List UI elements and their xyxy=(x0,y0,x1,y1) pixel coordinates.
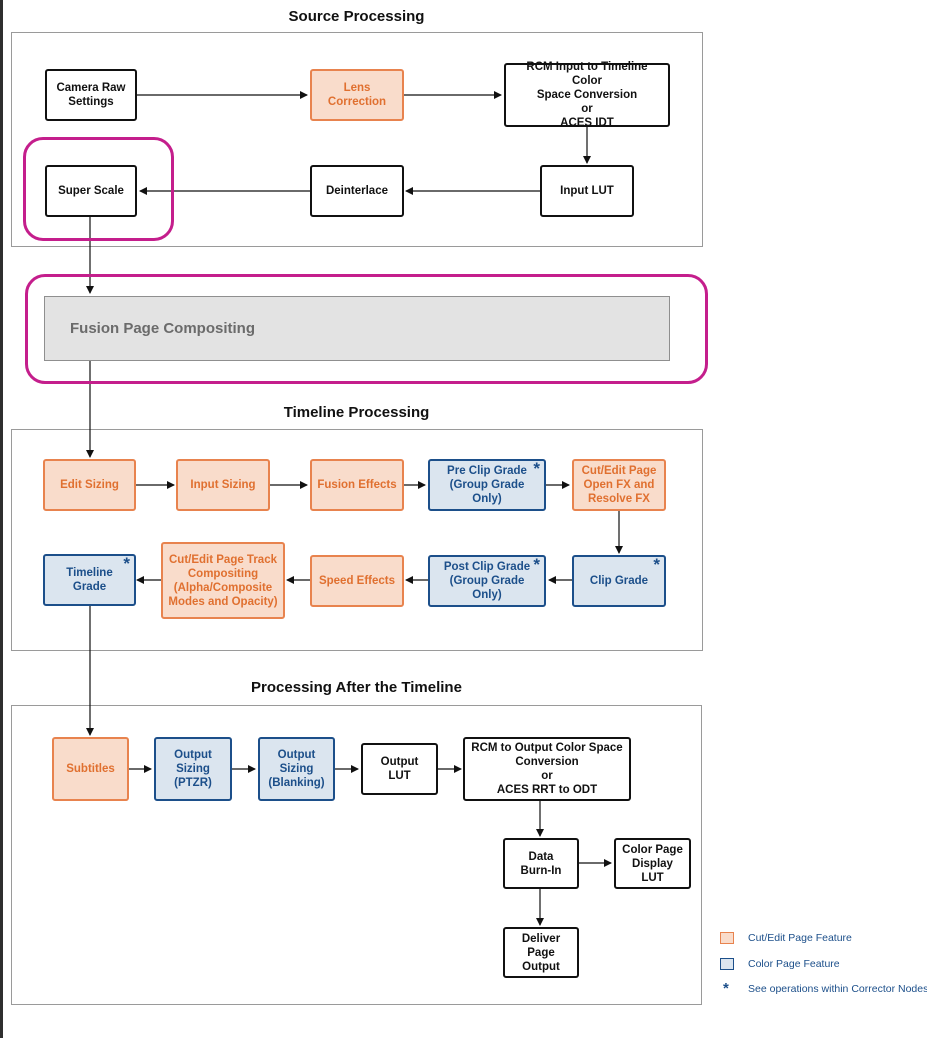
deinterlace-node: Deinterlace xyxy=(310,165,404,217)
data-burn-in-node: Data Burn-In xyxy=(503,838,579,889)
output-sizing-ptzr-node: Output Sizing (PTZR) xyxy=(154,737,232,801)
legend-color-page-label: Color Page Feature xyxy=(748,958,840,970)
timeline-grade-node: Timeline Grade* xyxy=(43,554,136,606)
lens-correction-node: Lens Correction xyxy=(310,69,404,121)
corrector-node-marker: * xyxy=(123,554,130,573)
rcm-input-conversion-node: RCM Input to Timeline Color Space Conver… xyxy=(504,61,670,129)
fusion-highlight xyxy=(25,274,708,384)
legend-star-label: See operations within Corrector Nodes xyxy=(748,983,927,995)
legend-cut-edit-swatch xyxy=(720,932,734,944)
section-title-source: Source Processing xyxy=(288,8,425,25)
cut-edit-open-fx-node: Cut/Edit Page Open FX and Resolve FX xyxy=(572,459,666,511)
rcm-output-conversion-node: RCM to Output Color Space Conversion or … xyxy=(463,737,631,801)
corrector-node-marker: * xyxy=(653,555,660,574)
window-edge xyxy=(0,0,3,1038)
speed-effects-node: Speed Effects xyxy=(310,555,404,607)
track-compositing-node: Cut/Edit Page Track Compositing (Alpha/C… xyxy=(161,542,285,619)
corrector-node-marker: * xyxy=(533,459,540,478)
pre-clip-grade-node: Pre Clip Grade (Group Grade Only)* xyxy=(428,459,546,511)
deliver-page-output-node: Deliver Page Output xyxy=(503,927,579,978)
legend-color-page-swatch xyxy=(720,958,734,970)
legend-star-marker: * xyxy=(723,980,729,997)
section-title-timeline: Timeline Processing xyxy=(283,404,430,421)
section-title-after: Processing After the Timeline xyxy=(251,679,462,696)
color-page-display-lut-node: Color Page Display LUT xyxy=(614,838,691,889)
input-sizing-node: Input Sizing xyxy=(176,459,270,511)
input-lut-node: Input LUT xyxy=(540,165,634,217)
output-sizing-blanking-node: Output Sizing (Blanking) xyxy=(258,737,335,801)
output-lut-node: Output LUT xyxy=(361,743,438,795)
corrector-node-marker: * xyxy=(533,555,540,574)
post-clip-grade-node: Post Clip Grade (Group Grade Only)* xyxy=(428,555,546,607)
clip-grade-node: Clip Grade* xyxy=(572,555,666,607)
super-scale-node: Super Scale xyxy=(45,165,137,217)
camera-raw-settings-node: Camera Raw Settings xyxy=(45,69,137,121)
super-scale-highlight xyxy=(23,137,174,241)
subtitles-node: Subtitles xyxy=(52,737,129,801)
edit-sizing-node: Edit Sizing xyxy=(43,459,136,511)
fusion-effects-node: Fusion Effects xyxy=(310,459,404,511)
fusion-page-compositing-node: Fusion Page Compositing xyxy=(44,296,670,361)
legend-cut-edit-label: Cut/Edit Page Feature xyxy=(748,932,852,944)
